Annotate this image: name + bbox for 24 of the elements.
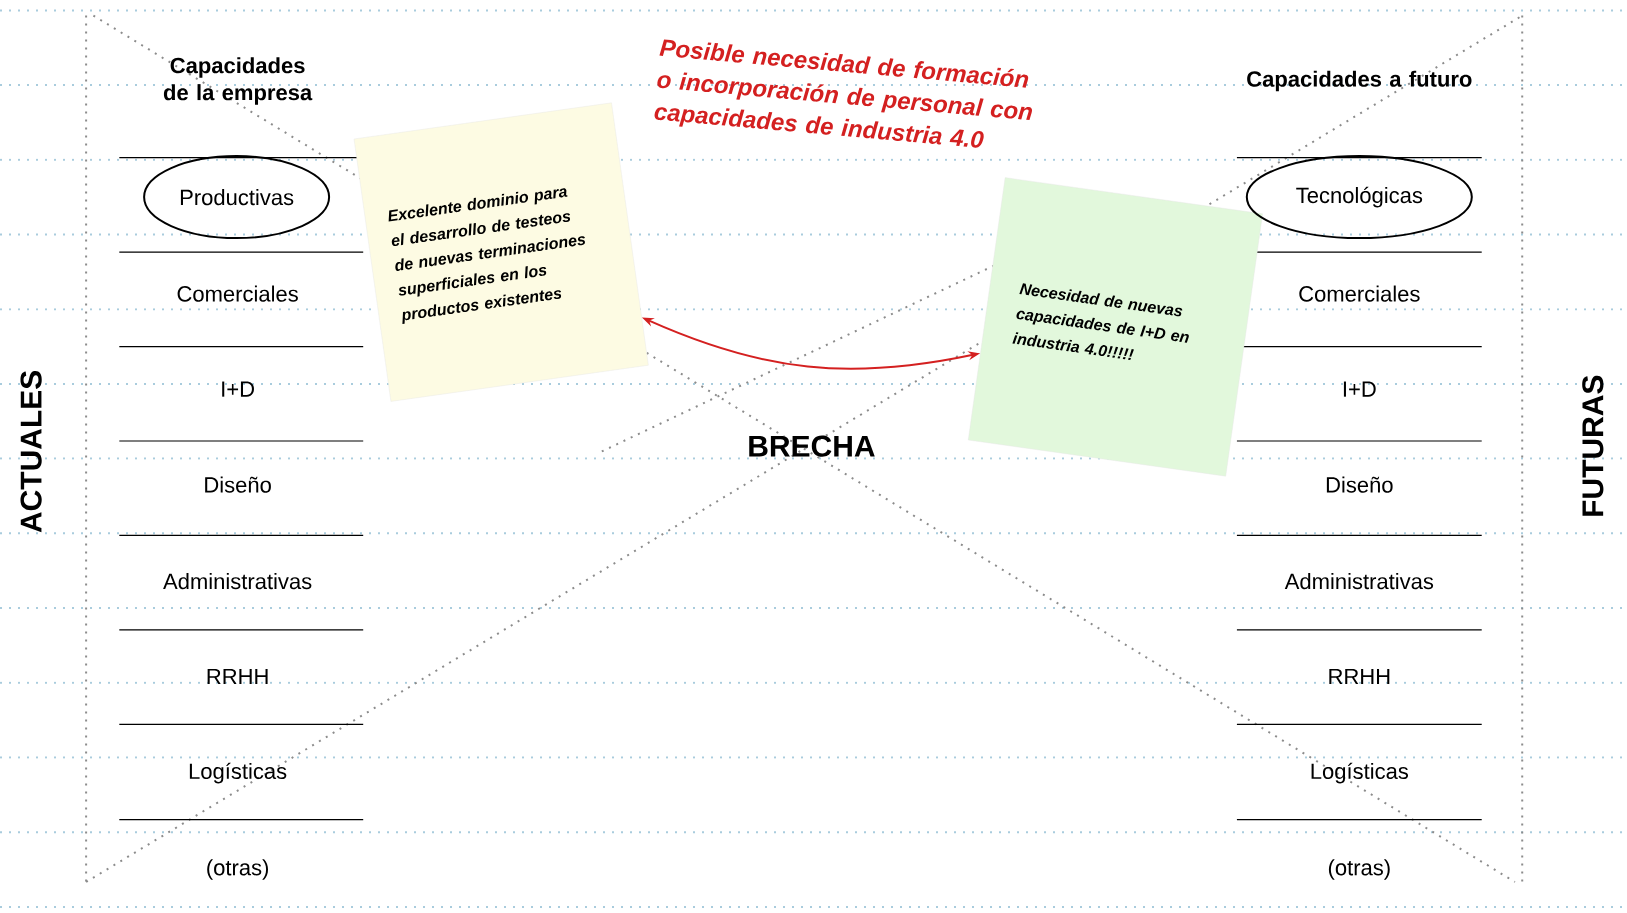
capability-label: (otras) <box>207 859 268 880</box>
capability-label: Diseño <box>205 476 271 493</box>
capability-label: Comerciales <box>177 285 298 302</box>
capability-label: I+D <box>1343 381 1376 397</box>
capability-label: RRHH <box>207 668 268 685</box>
capability-label: RRHH <box>1329 668 1390 685</box>
capability-label: Logísticas <box>189 762 287 784</box>
side-heading: ACTUALES <box>20 370 42 533</box>
capability-label: Administrativas <box>163 573 312 590</box>
column-heading: Capacidades a futuro <box>1247 70 1472 92</box>
capability-label: Diseño <box>1326 476 1393 493</box>
side-heading: FUTURAS <box>1582 375 1604 516</box>
handwritten-note: Posible necesidad de formación o incorporación de personal con capacidades de industria 4.0 <box>654 39 1033 148</box>
sticky-note: Necesidad de nuevas capacidades de I+D en industria 4.0!!!!! <box>968 177 1263 477</box>
circled-label: Tecnológicas <box>1245 155 1473 240</box>
circled-label: Productivas <box>143 155 331 240</box>
capability-label: Administrativas <box>1284 573 1434 590</box>
gap-heading: BRECHA <box>749 435 875 457</box>
capability-label: Comerciales <box>1299 285 1420 302</box>
capability-label: Logísticas <box>1311 762 1409 784</box>
capability-label: I+D <box>222 381 254 397</box>
column-heading: Capacidades de la empresa <box>163 57 313 105</box>
sticky-note: Excelente dominio para el desarrollo de testeos de nuevas terminaciones superficiales en los productos existentes <box>353 102 649 402</box>
capability-label: (otras) <box>1328 859 1390 880</box>
